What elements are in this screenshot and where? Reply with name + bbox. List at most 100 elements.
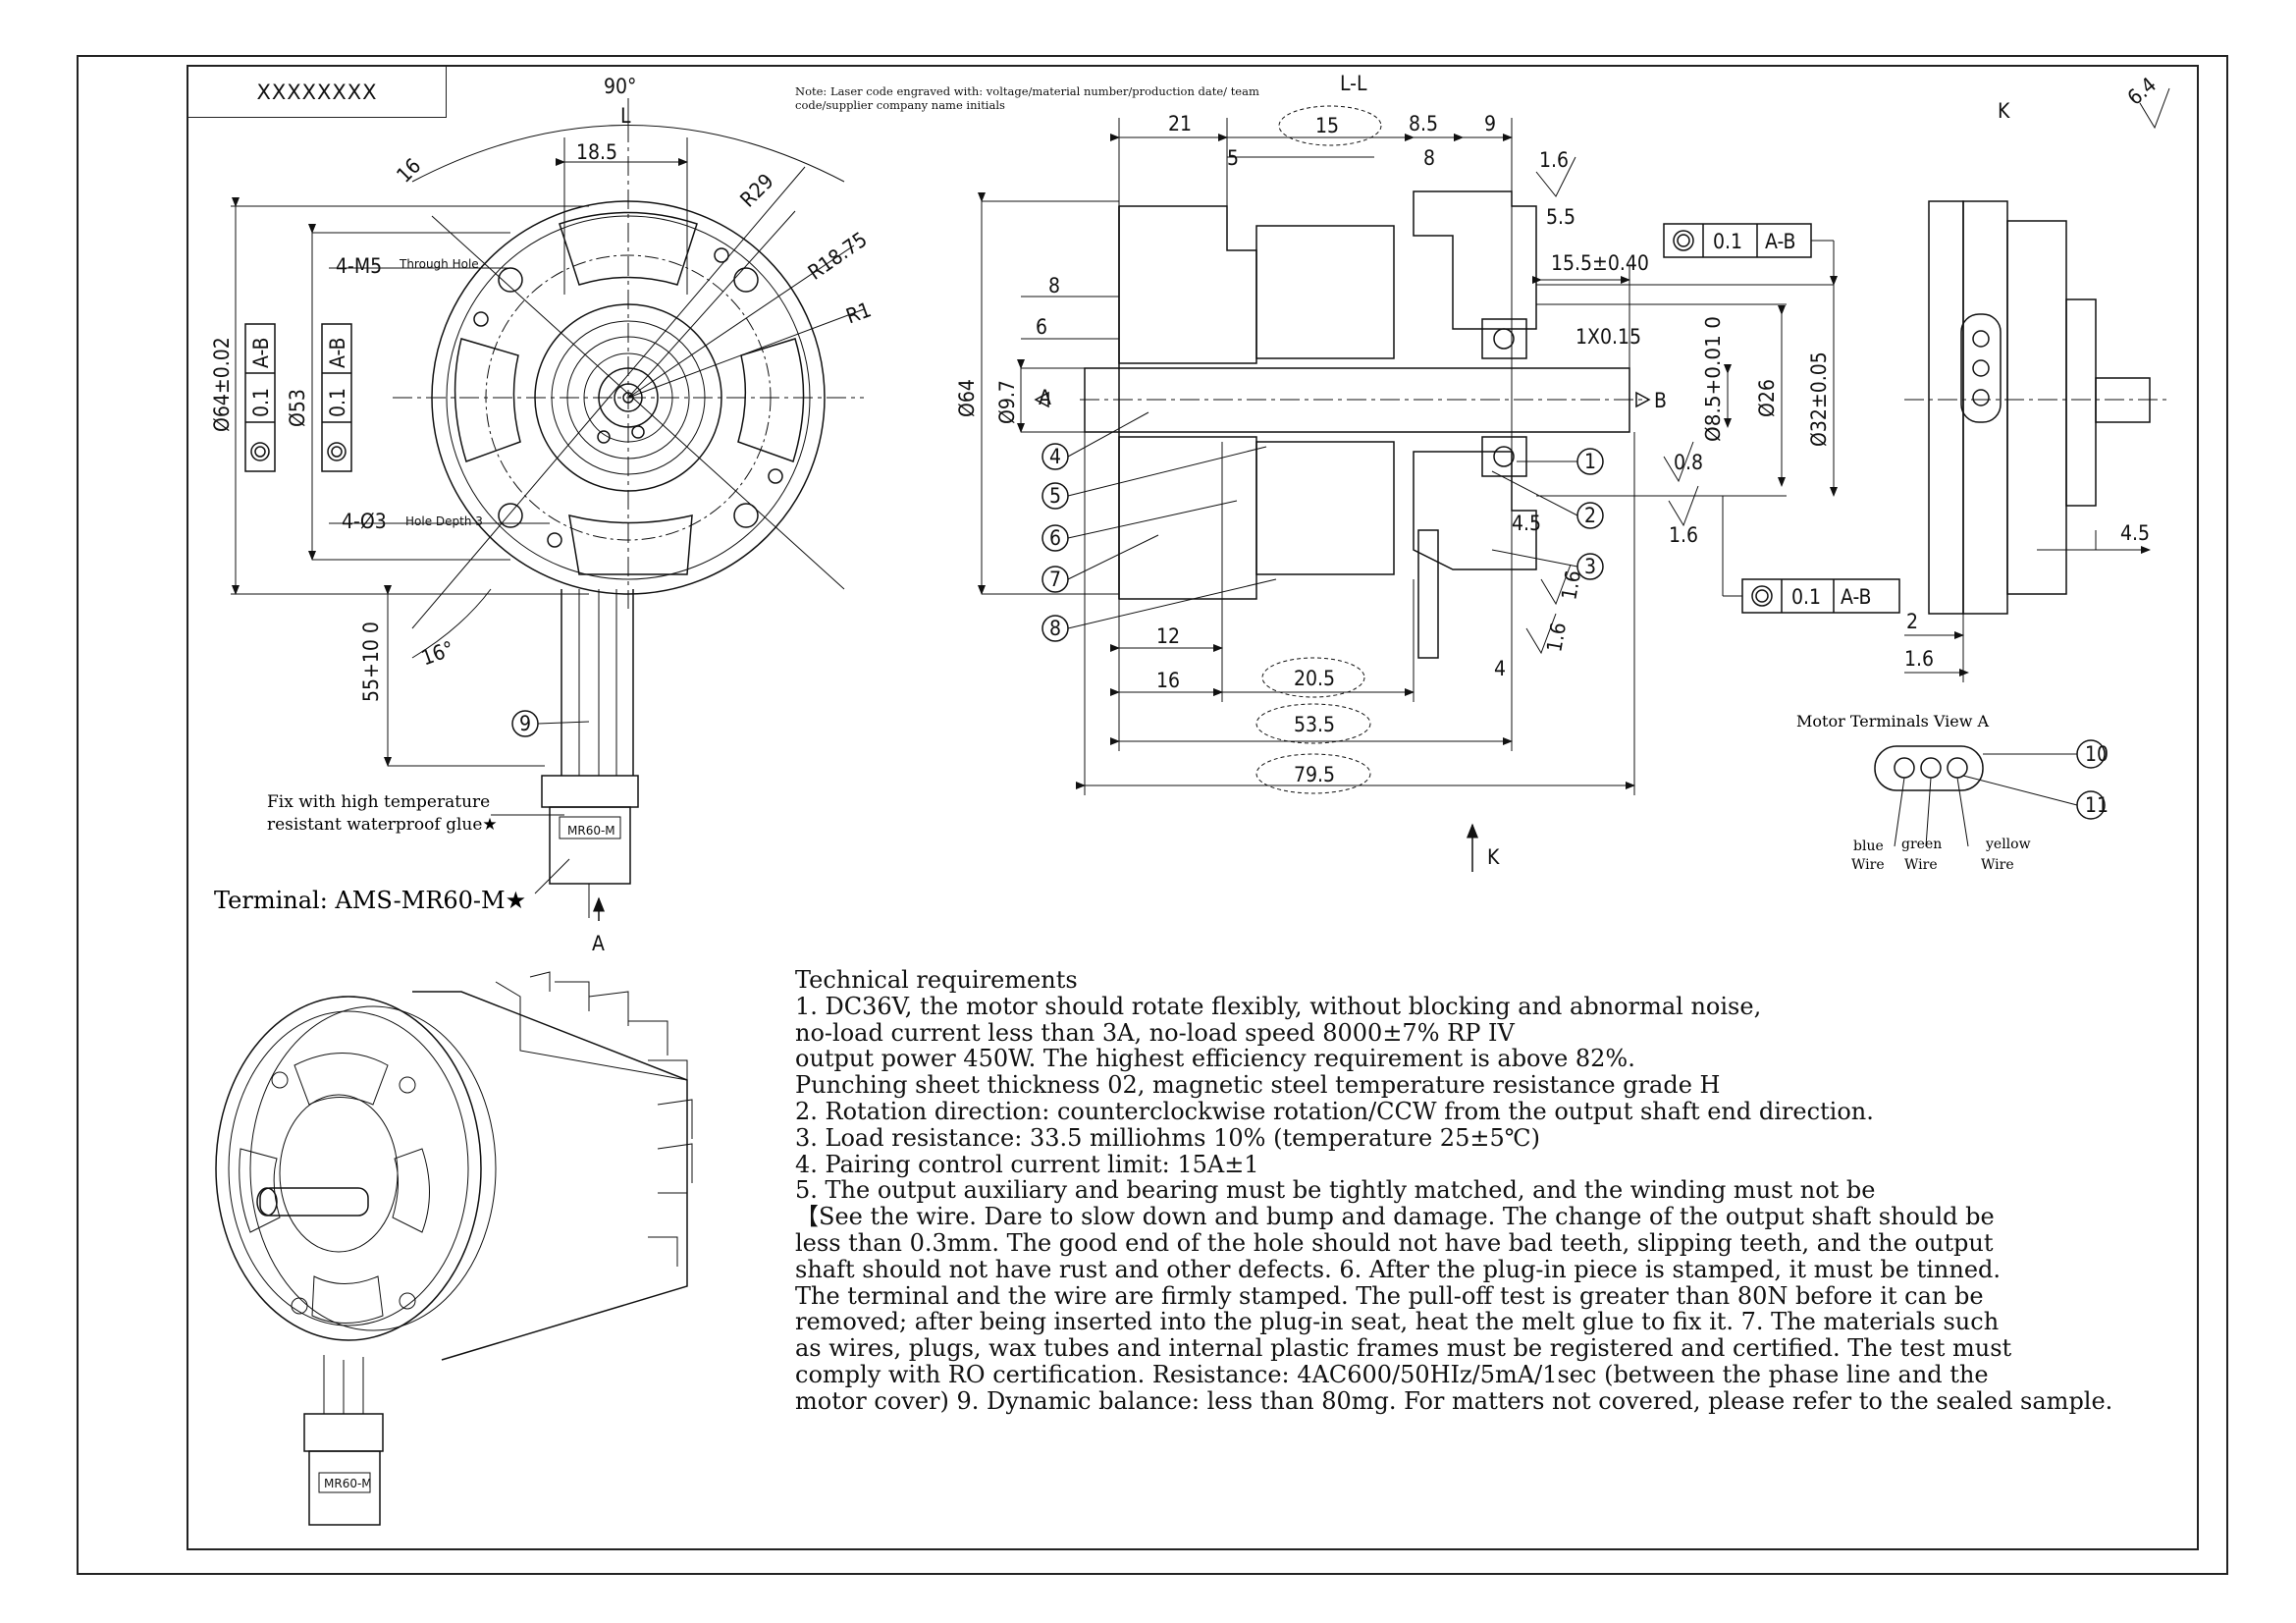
tech-line: Punching sheet thickness 02, magnetic st… xyxy=(795,1071,1721,1100)
terminal-housing xyxy=(1874,745,1984,791)
cooling-fins xyxy=(529,971,693,1267)
mount-hole xyxy=(498,503,523,528)
roughness-1-6-c: 1.6 xyxy=(1557,568,1585,602)
section-dim-53-5: 53.5 xyxy=(1294,713,1335,736)
section-dim-6-left: 6 xyxy=(1036,315,1047,339)
isometric-view xyxy=(215,971,693,1526)
radius-r18-75: R18.75 xyxy=(804,228,872,285)
side-dim-4-5: 4.5 xyxy=(2120,521,2150,545)
lead-length: 55+10 0 xyxy=(359,622,383,702)
part-code: XXXXXXXX xyxy=(256,80,378,104)
vent-window-top xyxy=(559,211,698,286)
vent-window-left xyxy=(454,338,521,462)
iso-shaft xyxy=(259,1187,369,1217)
section-dia-64: Ø64 xyxy=(955,379,979,417)
roughness-1-6-b: 1.6 xyxy=(1669,523,1698,547)
tech-line: 1. DC36V, the motor should rotate flexib… xyxy=(795,992,1762,1020)
angle-90: 90° xyxy=(604,75,636,98)
wire-label-green: green xyxy=(1901,837,1942,852)
terminals-view-title: Motor Terminals View A xyxy=(1796,712,1990,730)
waterproof-sleeve xyxy=(541,775,639,808)
dia-64: Ø64±0.02 xyxy=(210,337,234,432)
iso-connector xyxy=(308,1450,381,1526)
vent-window-right xyxy=(737,338,805,462)
tol-value-bottom: 0.1 xyxy=(1791,585,1821,609)
tolerance-frame-right xyxy=(321,323,352,472)
side-flange xyxy=(1928,200,1964,615)
drawing-frame xyxy=(187,65,2199,1550)
balloon-2: 2 xyxy=(1584,504,1596,527)
datum-a: A xyxy=(1039,386,1051,409)
section-dia-32: Ø32±0.05 xyxy=(1807,352,1831,447)
roughness-1-6: 1.6 xyxy=(1539,148,1569,172)
side-view-label: K xyxy=(1998,99,2010,123)
section-dim-5-5: 5.5 xyxy=(1546,205,1575,229)
balloon-8: 8 xyxy=(1049,617,1061,640)
tolerance-datum: A-B xyxy=(326,338,349,369)
mount-hole xyxy=(733,503,759,528)
terminal-connector xyxy=(549,806,631,885)
vent-window-bottom xyxy=(568,514,693,575)
balloon-5: 5 xyxy=(1049,484,1061,508)
tol-value-top: 0.1 xyxy=(1713,230,1742,253)
drawing-border xyxy=(77,55,2228,1575)
dia-53: Ø53 xyxy=(286,389,309,427)
fix-note-1: Fix with high temperature xyxy=(267,792,490,812)
title-block: XXXXXXXX xyxy=(187,66,447,118)
section-dim-5: 5 xyxy=(1227,146,1239,170)
tech-line: 2. Rotation direction: counterclockwise … xyxy=(795,1097,1874,1125)
tech-line: 3. Load resistance: 33.5 milliohms 10% (… xyxy=(795,1123,1540,1152)
terminal-pin-blue xyxy=(1894,757,1915,779)
tech-line: 4. Pairing control current limit: 15A±1 xyxy=(795,1150,1259,1178)
side-dim-1-6: 1.6 xyxy=(1904,647,1934,671)
terminal-pin-yellow xyxy=(1947,757,1968,779)
hole-d3-note: Hole Depth 3 xyxy=(405,514,483,528)
section-dia-8-5: Ø8.5+0.01 0 xyxy=(1701,316,1725,442)
balloon-7: 7 xyxy=(1049,568,1061,591)
radius-r1: R1 xyxy=(843,298,875,328)
section-dim-8-5: 8.5 xyxy=(1409,112,1438,135)
wire-word: Wire xyxy=(1981,857,2014,873)
side-dim-2: 2 xyxy=(1906,610,1918,633)
mount-hole xyxy=(733,267,759,293)
section-dim-21: 21 xyxy=(1168,112,1192,135)
section-dia-26: Ø26 xyxy=(1755,379,1779,417)
section-view xyxy=(978,105,1900,872)
iso-front-face xyxy=(215,996,482,1341)
tech-line: as wires, plugs, wax tubes and internal … xyxy=(795,1334,2012,1363)
tech-line: output power 450W. The highest efficienc… xyxy=(795,1045,1635,1073)
connector-text: MR60-M xyxy=(567,824,615,838)
front-view xyxy=(231,98,865,921)
tech-line: 【See the wire. Dare to slow down and bum… xyxy=(795,1203,1995,1231)
section-dim-4-5: 4.5 xyxy=(1512,512,1541,535)
section-title: L-L xyxy=(1340,72,1367,95)
dim-18-5: 18.5 xyxy=(576,140,617,164)
balloon-10-number: 10 xyxy=(2085,742,2109,766)
roughness-1-6-d: 1.6 xyxy=(1542,621,1571,654)
section-dim-15: 15 xyxy=(1315,114,1339,137)
hole-m5: 4-M5 xyxy=(336,254,382,278)
terminal-label: Terminal: AMS-MR60-M★ xyxy=(214,887,526,914)
tech-line: shaft should not have rust and other def… xyxy=(795,1255,2002,1283)
bearing-top xyxy=(1481,318,1527,359)
section-dim-20-5: 20.5 xyxy=(1294,667,1335,690)
section-dim-15-5: 15.5±0.40 xyxy=(1551,251,1649,275)
section-letter-l: L xyxy=(620,104,631,128)
tech-line: motor cover) 9. Dynamic balance: less th… xyxy=(795,1386,2113,1415)
roughness-0-8: 0.8 xyxy=(1674,451,1703,474)
tech-line: no-load current less than 3A, no-load sp… xyxy=(795,1018,1515,1047)
view-arrow-a: A xyxy=(592,932,605,955)
wire-word: Wire xyxy=(1904,857,1938,873)
tolerance-datum: A-B xyxy=(249,338,273,369)
side-terminal-block xyxy=(1960,313,2002,423)
balloon-9-number: 9 xyxy=(519,712,531,735)
side-roughness: 6.4 xyxy=(2123,73,2161,110)
wire-label-blue: blue xyxy=(1853,839,1884,854)
tol-datum-top: A-B xyxy=(1765,230,1796,253)
terminal-pin-green xyxy=(1920,757,1942,779)
angle-16: 16° xyxy=(418,636,457,670)
tech-line: The terminal and the wire are firmly sta… xyxy=(795,1281,1984,1310)
tech-line: less than 0.3mm. The good end of the hol… xyxy=(795,1228,1994,1257)
datum-b: B xyxy=(1654,389,1667,412)
